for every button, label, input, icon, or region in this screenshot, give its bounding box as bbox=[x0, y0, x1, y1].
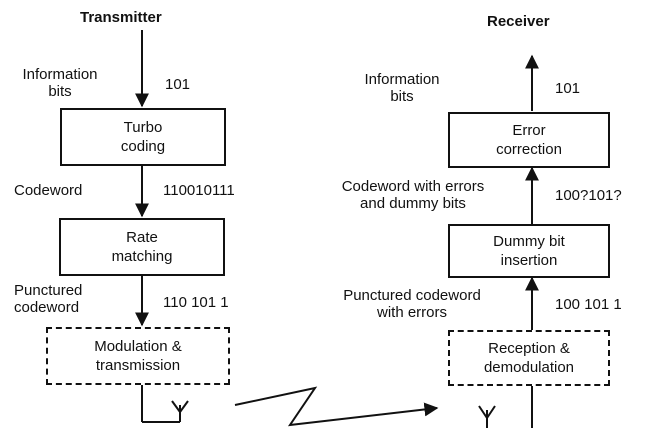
turbo-coding-line1: Turbo bbox=[123, 119, 163, 136]
tx-punctured-value: 110 101 1 bbox=[163, 294, 229, 311]
rx-info-value: 101 bbox=[555, 80, 581, 97]
tx-punctured-label-line1: Punctured bbox=[14, 282, 83, 299]
receiver-title: Receiver bbox=[487, 13, 550, 30]
rate-matching-box: Rate matching bbox=[59, 218, 225, 276]
turbo-coding-box: Turbo coding bbox=[60, 108, 226, 166]
dummy-bit-line2: insertion bbox=[500, 252, 558, 269]
rx-info-label-line1: Information bbox=[364, 71, 440, 88]
turbo-coding-line2: coding bbox=[120, 138, 166, 155]
rx-codeword-label-line2: and dummy bits bbox=[360, 195, 466, 212]
reception-line2: demodulation bbox=[483, 359, 575, 376]
error-correction-line1: Error bbox=[512, 122, 546, 139]
tx-punctured-label: Punctured codeword bbox=[14, 282, 82, 316]
tx-codeword-label: Codeword bbox=[14, 182, 83, 199]
dummy-bit-insertion-box: Dummy bit insertion bbox=[448, 224, 610, 278]
rate-matching-line2: matching bbox=[111, 248, 173, 265]
rx-info-label: Information bits bbox=[350, 71, 454, 105]
tx-info-label-line2: bits bbox=[48, 83, 72, 100]
rx-punctured-label-line2: with errors bbox=[376, 304, 447, 321]
tx-info-value: 101 bbox=[165, 76, 191, 93]
rx-punctured-label: Punctured codeword with errors bbox=[300, 287, 524, 321]
rx-codeword-value: 100?101? bbox=[555, 187, 622, 204]
dummy-bit-line1: Dummy bit bbox=[493, 233, 565, 250]
transmitter-title: Transmitter bbox=[80, 9, 162, 26]
tx-info-label-line1: Information bbox=[22, 66, 98, 83]
modulation-transmission-box: Modulation & transmission bbox=[46, 327, 230, 385]
error-correction-box: Error correction bbox=[448, 112, 610, 168]
tx-antenna-icon bbox=[171, 400, 189, 422]
modulation-line1: Modulation & bbox=[94, 338, 182, 355]
rx-codeword-label: Codeword with errors and dummy bits bbox=[300, 178, 526, 212]
tx-codeword-value: 110010111 bbox=[163, 182, 235, 199]
wireless-link bbox=[234, 386, 439, 427]
rx-antenna-icon bbox=[478, 405, 496, 428]
rx-codeword-label-line1: Codeword with errors bbox=[341, 178, 485, 195]
error-correction-line2: correction bbox=[496, 141, 562, 158]
tx-punctured-label-line2: codeword bbox=[14, 299, 80, 316]
tx-info-label: Information bits bbox=[8, 66, 112, 100]
rate-matching-line1: Rate bbox=[126, 229, 158, 246]
modulation-line2: transmission bbox=[95, 357, 181, 374]
reception-demodulation-box: Reception & demodulation bbox=[448, 330, 610, 386]
reception-line1: Reception & bbox=[488, 340, 570, 357]
rx-info-label-line2: bits bbox=[390, 88, 414, 105]
rx-punctured-value: 100 101 1 bbox=[555, 296, 622, 313]
rx-punctured-label-line1: Punctured codeword bbox=[343, 287, 481, 304]
